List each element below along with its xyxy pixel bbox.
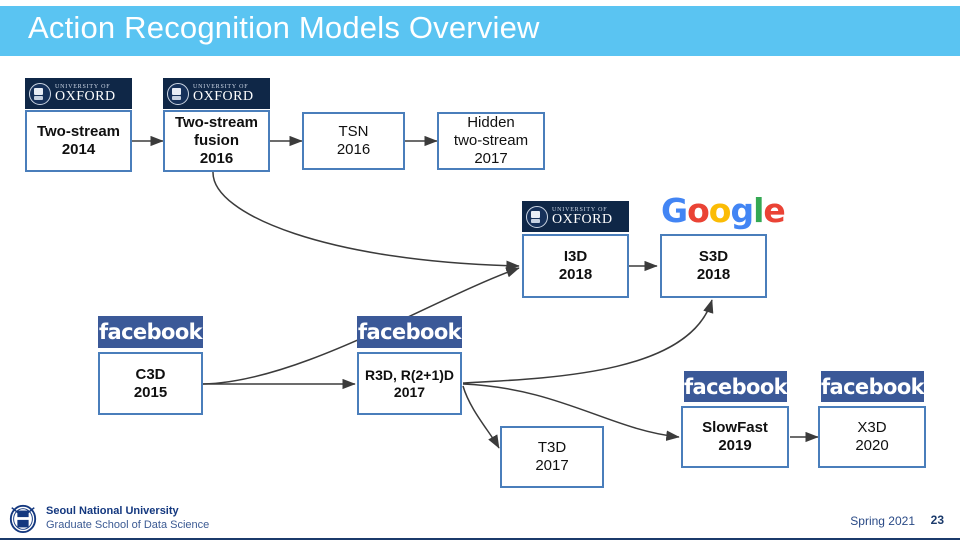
oxford-logo-line2: OXFORD bbox=[193, 88, 254, 104]
facebook-logo: facebook bbox=[98, 316, 203, 348]
node-hidden-two-stream-year: 2017 bbox=[474, 149, 508, 167]
node-two-stream-fusion-name2: fusion bbox=[194, 132, 239, 150]
google-logo-letter-o2: o bbox=[708, 191, 732, 230]
node-c3d-name: C3D bbox=[135, 365, 166, 383]
oxford-logo-line2: OXFORD bbox=[55, 88, 116, 104]
footer-term: Spring 2021 bbox=[850, 514, 915, 528]
node-hidden-two-stream[interactable]: Hidden two-stream 2017 bbox=[437, 112, 545, 170]
footer-page-number: 23 bbox=[930, 513, 944, 527]
node-hidden-two-stream-name2: two-stream bbox=[453, 132, 529, 150]
node-x3d[interactable]: X3D 2020 bbox=[818, 406, 926, 468]
oxford-logo: UNIVERSITY OF OXFORD bbox=[163, 78, 270, 109]
node-i3d-name: I3D bbox=[563, 248, 588, 266]
page-title: Action Recognition Models Overview bbox=[28, 10, 540, 45]
arrow-r3d-to-t3d bbox=[462, 385, 500, 449]
node-i3d[interactable]: I3D 2018 bbox=[522, 234, 629, 298]
footer-branding: Seoul National University Graduate Schoo… bbox=[8, 503, 209, 534]
arrow-fusion-to-i3d bbox=[212, 171, 520, 271]
footer-divider bbox=[0, 538, 960, 540]
node-two-stream[interactable]: Two-stream 2014 bbox=[25, 110, 132, 172]
node-slowfast[interactable]: SlowFast 2019 bbox=[681, 406, 789, 468]
node-t3d[interactable]: T3D 2017 bbox=[500, 426, 604, 488]
node-x3d-name: X3D bbox=[857, 419, 887, 437]
node-r3d-year: 2017 bbox=[393, 383, 426, 400]
node-tsn-year: 2016 bbox=[336, 141, 371, 158]
node-two-stream-name: Two-stream bbox=[36, 123, 121, 141]
footer-university: Seoul National University bbox=[46, 505, 179, 518]
snu-crest-icon bbox=[9, 504, 37, 534]
facebook-logo: facebook bbox=[357, 316, 462, 348]
node-c3d-year: 2015 bbox=[133, 383, 168, 401]
facebook-logo: facebook bbox=[821, 371, 924, 402]
node-s3d-year: 2018 bbox=[696, 266, 731, 283]
oxford-logo: UNIVERSITY OF OXFORD bbox=[25, 78, 132, 109]
google-logo-letter-e: e bbox=[763, 191, 785, 230]
node-hidden-two-stream-name: Hidden bbox=[467, 114, 515, 132]
oxford-logo-line1: UNIVERSITY OF bbox=[55, 83, 111, 90]
node-tsn[interactable]: TSN 2016 bbox=[302, 112, 405, 170]
node-r3d-name: R3D, R(2+1)D bbox=[364, 366, 455, 383]
node-slowfast-name: SlowFast bbox=[702, 419, 768, 437]
node-c3d[interactable]: C3D 2015 bbox=[98, 352, 203, 415]
oxford-crest-icon bbox=[29, 82, 51, 105]
node-t3d-name: T3D bbox=[537, 439, 567, 457]
google-logo-letter-l: l bbox=[753, 191, 764, 230]
node-r3d[interactable]: R3D, R(2+1)D 2017 bbox=[357, 352, 462, 415]
oxford-logo-line2: OXFORD bbox=[552, 211, 613, 227]
node-s3d[interactable]: S3D 2018 bbox=[660, 234, 767, 298]
node-tsn-name: TSN bbox=[338, 123, 369, 141]
title-banner bbox=[0, 6, 960, 56]
node-x3d-year: 2020 bbox=[855, 437, 889, 454]
node-two-stream-fusion[interactable]: Two-stream fusion 2016 bbox=[163, 110, 270, 172]
oxford-logo: UNIVERSITY OF OXFORD bbox=[522, 201, 629, 232]
oxford-crest-icon bbox=[526, 205, 548, 228]
google-logo-letter-g1: G bbox=[661, 191, 688, 230]
node-t3d-year: 2017 bbox=[535, 457, 569, 474]
node-s3d-name: S3D bbox=[698, 248, 729, 266]
node-i3d-year: 2018 bbox=[558, 266, 593, 283]
facebook-logo: facebook bbox=[684, 371, 787, 402]
footer-school: Graduate School of Data Science bbox=[46, 518, 210, 531]
google-logo-letter-g2: g bbox=[730, 191, 754, 230]
oxford-crest-icon bbox=[167, 82, 189, 105]
oxford-logo-line1: UNIVERSITY OF bbox=[552, 206, 608, 213]
node-two-stream-fusion-name: Two-stream bbox=[174, 114, 259, 132]
arrow-r3d-to-s3d bbox=[462, 299, 714, 384]
oxford-logo-line1: UNIVERSITY OF bbox=[193, 83, 249, 90]
node-two-stream-year: 2014 bbox=[61, 141, 96, 158]
google-logo: Google bbox=[661, 191, 786, 230]
node-two-stream-fusion-year: 2016 bbox=[199, 149, 234, 167]
node-slowfast-year: 2019 bbox=[718, 437, 752, 454]
google-logo-letter-o1: o bbox=[687, 191, 710, 230]
